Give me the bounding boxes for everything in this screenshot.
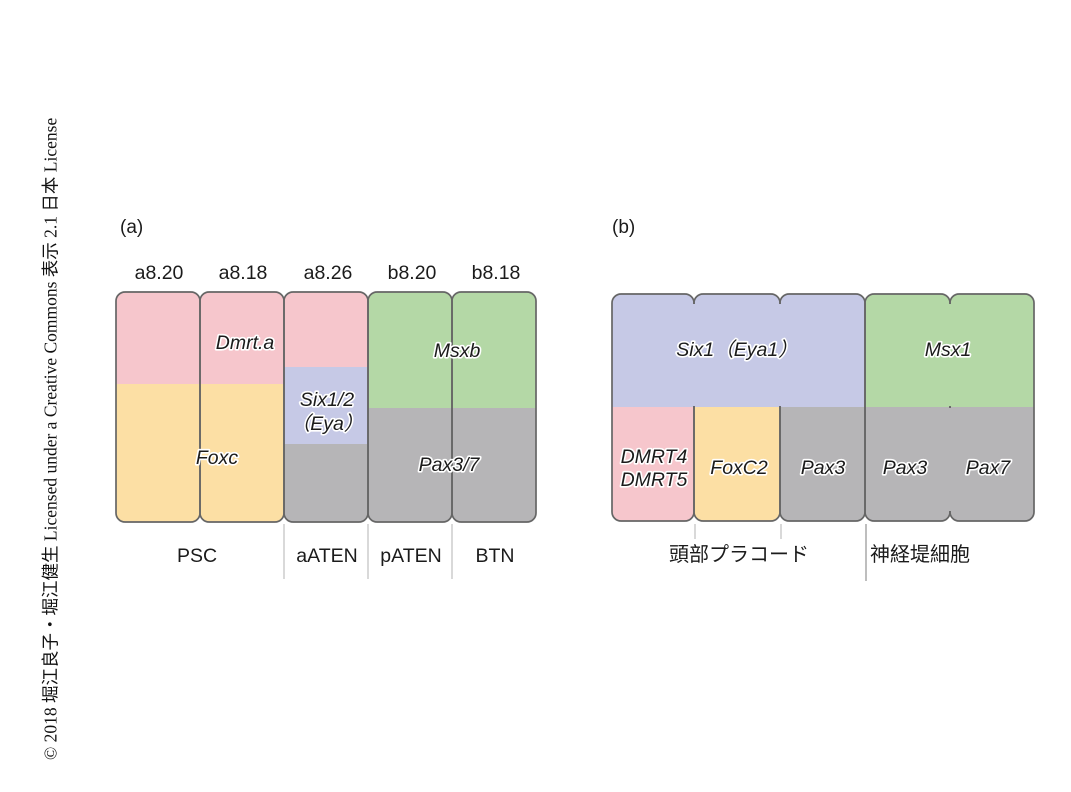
group-label-head-placode: 頭部プラコード bbox=[669, 543, 809, 566]
band-msxb-green bbox=[368, 292, 452, 408]
cell-name-b8-20: b8.20 bbox=[388, 262, 437, 284]
cell-placode-3 bbox=[780, 294, 865, 521]
band-dmrt45-pink bbox=[612, 407, 694, 521]
band-six1-purple bbox=[780, 294, 865, 407]
gene-label-dmrt4: DMRT4 bbox=[621, 446, 688, 468]
band-gray bbox=[284, 444, 368, 522]
panel-a-headers: a8.20 a8.18 a8.26 b8.20 b8.18 bbox=[135, 262, 521, 284]
cell-placode-1 bbox=[612, 294, 694, 521]
band-dmrt-pink bbox=[200, 292, 284, 384]
cell-a8-26 bbox=[284, 292, 368, 522]
band-dmrt-pink bbox=[116, 292, 200, 384]
cell-name-a8-18: a8.18 bbox=[219, 262, 268, 284]
panel-a-group-labels: PSC aATEN pATEN BTN bbox=[177, 545, 515, 567]
panel-a-gene-labels: Dmrt.a Foxc Six1/2 （Eya） Msxb Pax3/7 bbox=[194, 330, 482, 477]
band-msxb-green bbox=[452, 292, 536, 408]
cell-crest-2 bbox=[950, 294, 1034, 521]
band-msx1-green bbox=[950, 294, 1034, 407]
cell-name-a8-26: a8.26 bbox=[304, 262, 353, 284]
copyright-license-text: © 2018 堀江良子・堀江健生 Licensed under a Creati… bbox=[41, 118, 61, 760]
group-label-aaten: aATEN bbox=[296, 545, 357, 567]
group-label-btn: BTN bbox=[476, 545, 515, 567]
band-pax3-gray bbox=[780, 407, 865, 521]
gene-label-eya: （Eya） bbox=[291, 413, 364, 435]
panel-a-cells bbox=[115, 291, 537, 523]
band-pax-gray bbox=[950, 407, 1034, 521]
gene-label-pax3-7: Pax3/7 bbox=[419, 454, 481, 476]
cell-outline-crest-2 bbox=[949, 293, 1035, 522]
band-six1-purple bbox=[694, 294, 780, 407]
panel-b-group-labels: 頭部プラコード 神経堤細胞 bbox=[669, 543, 970, 566]
band-msx1-green bbox=[865, 294, 950, 407]
panel-a-label: (a) bbox=[120, 217, 143, 238]
band-six1-purple bbox=[612, 294, 694, 407]
band-pax-gray bbox=[865, 407, 950, 521]
band-six-purple bbox=[284, 367, 368, 444]
gene-label-foxc2: FoxC2 bbox=[710, 457, 768, 479]
merge-patch-purple-2 bbox=[778, 304, 782, 406]
cell-b8-18 bbox=[452, 292, 536, 522]
cell-name-a8-20: a8.20 bbox=[135, 262, 184, 284]
group-label-psc: PSC bbox=[177, 545, 217, 567]
panel-a-group-dividers bbox=[283, 524, 453, 579]
cell-a8-20 bbox=[116, 292, 200, 522]
gene-label-dmrt5: DMRT5 bbox=[621, 469, 688, 491]
cell-outline-b8-18 bbox=[451, 291, 537, 523]
gene-label-pax3-placode: Pax3 bbox=[801, 457, 846, 479]
band-foxc2-orange bbox=[694, 407, 780, 521]
gene-label-six1-eya1: Six1（Eya1） bbox=[676, 339, 797, 361]
merge-patch-purple-1 bbox=[692, 304, 696, 406]
merge-patch-green bbox=[948, 304, 952, 406]
gene-label-foxc: Foxc bbox=[196, 447, 239, 469]
cell-placode-2 bbox=[694, 294, 780, 521]
band-pax-gray bbox=[452, 408, 536, 522]
panel-b-gene-labels: Six1（Eya1） Msx1 DMRT4 DMRT5 FoxC2 Pax3 P… bbox=[619, 337, 1013, 492]
panel-b-cells bbox=[611, 293, 1035, 522]
merge-patch-gray bbox=[948, 408, 952, 511]
gene-label-six1-2: Six1/2 bbox=[300, 389, 354, 411]
cell-name-b8-18: b8.18 bbox=[472, 262, 521, 284]
panel-b-group-dividers bbox=[694, 524, 867, 581]
band-dmrt-pink bbox=[284, 292, 368, 367]
cell-a8-18 bbox=[200, 292, 284, 522]
band-foxc-orange bbox=[200, 384, 284, 522]
cell-crest-1 bbox=[865, 294, 950, 521]
gene-label-msxb: Msxb bbox=[434, 340, 481, 362]
cell-b8-20 bbox=[368, 292, 452, 522]
band-foxc-orange bbox=[116, 384, 200, 522]
group-label-paten: pATEN bbox=[380, 545, 441, 567]
gene-label-msx1: Msx1 bbox=[925, 339, 972, 361]
group-label-neural-crest: 神経堤細胞 bbox=[870, 543, 970, 566]
gene-label-pax3-crest: Pax3 bbox=[883, 457, 928, 479]
gene-label-pax7-crest: Pax7 bbox=[966, 457, 1012, 479]
gene-label-dmrt-a: Dmrt.a bbox=[216, 332, 275, 354]
band-pax-gray bbox=[368, 408, 452, 522]
panel-b-label: (b) bbox=[612, 217, 635, 238]
